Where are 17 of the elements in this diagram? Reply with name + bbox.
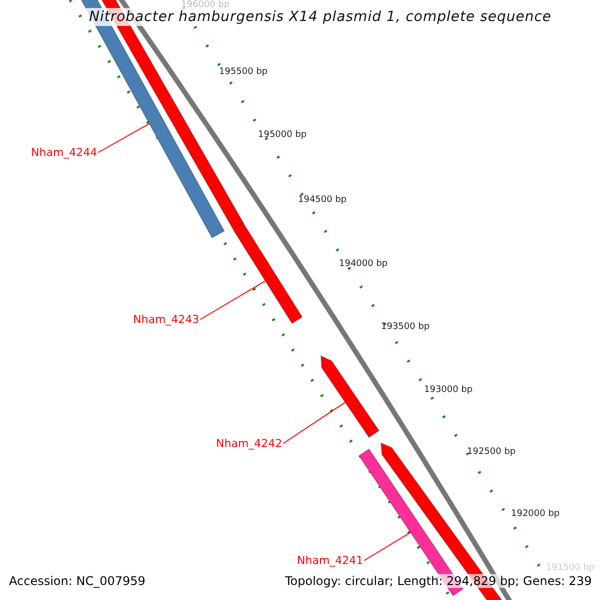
tick-label: 195500 bp [219, 67, 268, 77]
gene-label: Nham_4243 [133, 313, 200, 326]
tick-label: 196000 bp [181, 0, 230, 10]
gene-label: Nham_4244 [31, 146, 98, 159]
info-text: Topology: circular; Length: 294,829 bp; Genes: 239 [285, 574, 592, 588]
tick-label: 193000 bp [424, 385, 473, 395]
leader-line [98, 123, 150, 153]
leader-line [200, 280, 266, 320]
gene-arrow [321, 356, 379, 438]
gene-label: Nham_4241 [297, 554, 364, 567]
gene-label: Nham_4242 [216, 437, 282, 450]
leader-line [364, 532, 412, 561]
tick-label: 192500 bp [467, 447, 516, 457]
tick-label: 194000 bp [339, 259, 388, 269]
gene-bar [232, 222, 302, 324]
leader-line [282, 402, 346, 444]
info-text: Accession: NC_007959 [9, 574, 146, 588]
